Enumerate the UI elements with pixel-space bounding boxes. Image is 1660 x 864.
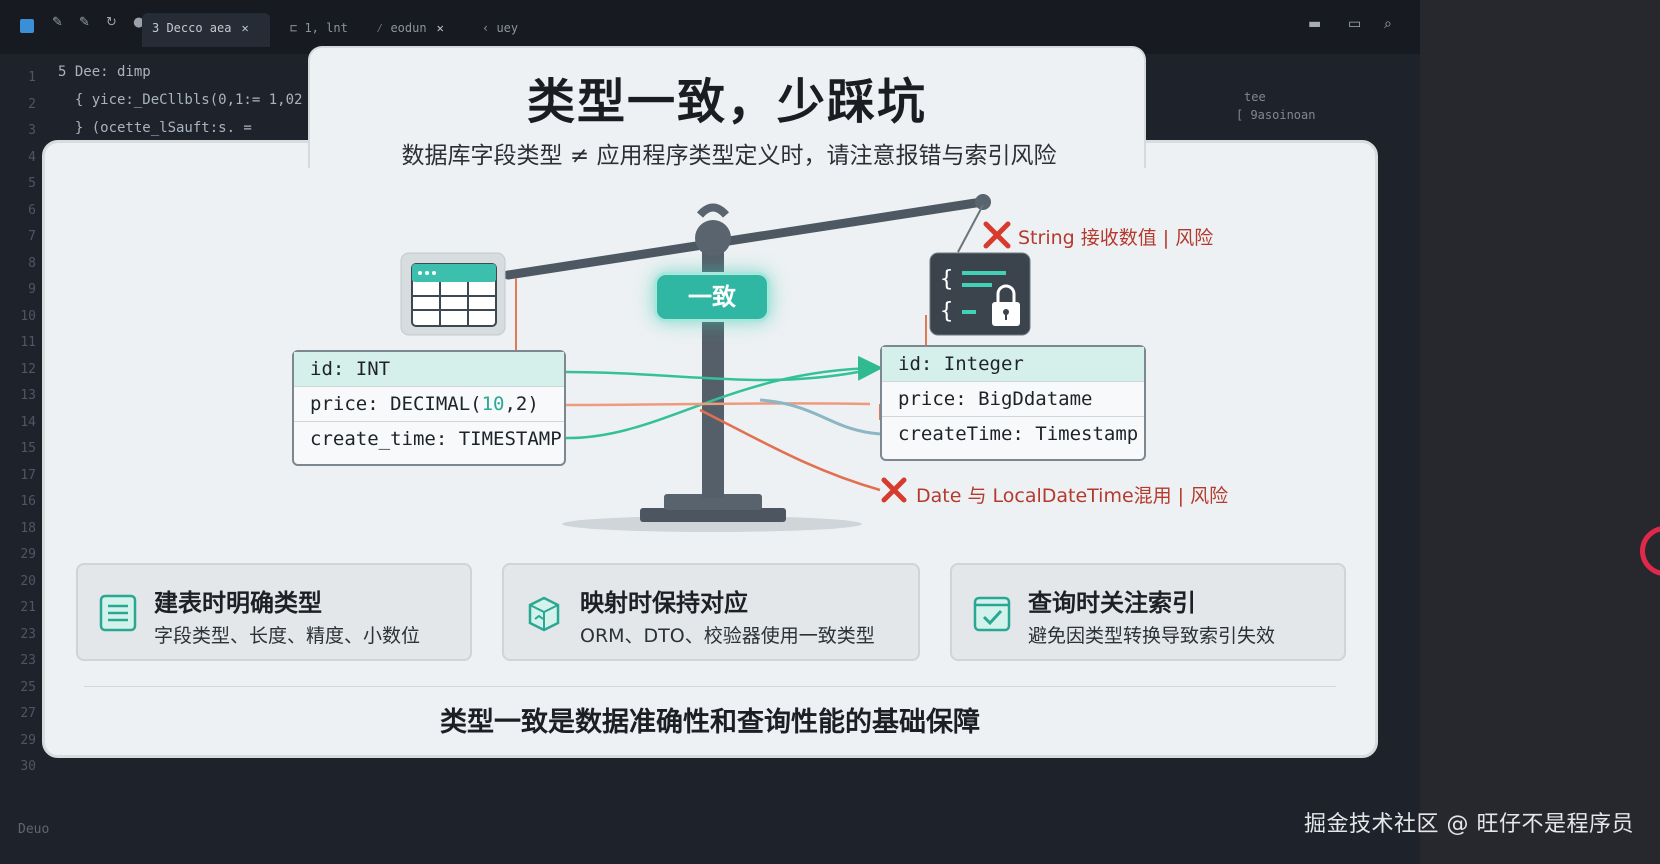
line-number: 3 <box>28 123 36 138</box>
code-line: tee <box>1244 90 1266 104</box>
line-number: 16 <box>20 494 36 509</box>
feature-desc: 避免因类型转换导致索引失效 <box>1028 625 1276 647</box>
feature-card-mapping: 映射时保持对应 ORM、DTO、校验器使用一致类型 <box>502 563 920 661</box>
line-number: 29 <box>20 732 36 748</box>
mapping-line <box>563 402 871 407</box>
feature-desc: 字段类型、长度、精度、小数位 <box>154 625 421 647</box>
line-number: 11 <box>20 335 36 350</box>
mapping-cube-icon <box>528 596 560 632</box>
code-lock-icon: { { <box>929 252 1031 336</box>
close-icon[interactable]: ✕ <box>241 21 249 35</box>
tab-label: 1, lnt <box>304 21 348 35</box>
feature-card-schema: 建表时明确类型 字段类型、长度、精度、小数位 <box>76 563 472 661</box>
db-field-create-time: create_time: TIMESTAMP <box>310 428 562 450</box>
scale-base <box>640 508 786 522</box>
svg-text:{: { <box>940 299 953 324</box>
line-number: 6 <box>28 202 36 218</box>
scale-beam <box>503 197 987 280</box>
divider <box>84 686 1336 687</box>
status-text: Deuo <box>18 822 50 837</box>
line-number: 4 <box>28 149 36 165</box>
checkbox-icon <box>973 596 1011 632</box>
line-number: 30 <box>20 759 36 774</box>
line-number: 10 <box>20 308 36 324</box>
feature-card-index: 查询时关注索引 避免因类型转换导致索引失效 <box>950 563 1346 661</box>
mapping-line <box>759 398 881 436</box>
mapping-line <box>699 408 881 492</box>
line-number: 12 <box>20 361 36 377</box>
scale-base-top <box>664 494 762 510</box>
risk-label-string: String 接收数值 | 风险 <box>1018 227 1214 249</box>
line-number: 5 <box>28 176 36 191</box>
table-schema-icon <box>99 594 137 632</box>
line-number: 23 <box>20 653 36 668</box>
tab-label: uey <box>496 21 519 35</box>
line-number: 20 <box>20 573 36 589</box>
line-number: 21 <box>20 600 36 615</box>
tab-label: eodun <box>390 21 427 35</box>
risk-x-icon <box>983 221 1011 249</box>
risk-x-icon <box>881 477 907 503</box>
tab-active[interactable]: 3 Decco aea ✕ <box>142 13 270 47</box>
scale-shadow <box>562 516 862 532</box>
conclusion-text: 类型一致是数据准确性和查询性能的基础保障 <box>440 707 980 738</box>
line-number: 9 <box>28 282 36 297</box>
scale-string <box>957 204 984 253</box>
line-number: 17 <box>20 467 36 483</box>
line-number: 23 <box>20 626 36 642</box>
app-fields-box: id: Integer price: BigDdatame createTime… <box>880 345 1146 461</box>
feature-desc: ORM、DTO、校验器使用一致类型 <box>580 625 875 647</box>
search-icon[interactable]: ⌕ <box>1384 16 1392 32</box>
editor-tab-bar: ✎ ✎ ↻ ● 3 Decco aea✕ ⊏ 1, lnt ⁄ eodun✕ ‹… <box>0 0 1420 54</box>
toolbar-icons[interactable]: ✎ ✎ ↻ ● <box>52 15 151 30</box>
line-number: 7 <box>28 229 36 244</box>
code-line: } (ocette_lSauft:s. = <box>58 120 252 136</box>
feature-title: 建表时明确类型 <box>154 589 322 617</box>
code-line: [ 9asoinoan <box>1236 108 1316 122</box>
card-title: 类型一致，少踩坑 <box>526 74 927 130</box>
db-field-price: price: DECIMAL(10,2) <box>294 387 564 422</box>
line-number: 14 <box>20 414 36 430</box>
code-line: { yice:_DeCllbls(0,1:= 1,02 <box>58 92 303 108</box>
window-icon[interactable]: ▬ <box>1308 16 1322 32</box>
tab-label: 3 Decco aea <box>152 21 232 35</box>
scale-pivot <box>695 220 731 256</box>
panel-icon[interactable]: ▭ <box>1348 16 1362 32</box>
code-line: 5 Dee: dimp <box>58 64 151 80</box>
app-field-create-time: createTime: Timestamp <box>898 423 1139 445</box>
feature-title: 查询时关注索引 <box>1028 589 1196 617</box>
app-icon[interactable] <box>20 19 34 33</box>
beam-end <box>975 194 991 210</box>
line-number: 15 <box>20 441 36 456</box>
database-table-icon <box>400 252 506 336</box>
tab-2[interactable]: ⊏ 1, lnt <box>290 21 348 35</box>
db-field-id: id: INT <box>294 352 564 387</box>
svg-text:{: { <box>940 267 953 292</box>
line-number: 2 <box>28 96 36 112</box>
watermark-credit: 掘金技术社区 @ 旺仔不是程序员 <box>1304 812 1634 837</box>
line-number: 29 <box>20 547 36 562</box>
tab-4[interactable]: ‹ uey <box>482 21 519 35</box>
line-number: 8 <box>28 255 36 271</box>
close-icon[interactable]: ✕ <box>436 21 444 35</box>
db-fields-box: id: INT price: DECIMAL(10,2) create_time… <box>292 350 566 466</box>
line-number: 13 <box>20 388 36 403</box>
app-field-price: price: BigDdatame <box>882 382 1144 417</box>
line-number: 18 <box>20 520 36 536</box>
mapping-line <box>563 370 859 382</box>
line-number: 25 <box>20 679 36 695</box>
card-subtitle: 数据库字段类型 ≠ 应用程序类型定义时，请注意报错与索引风险 <box>401 143 1057 169</box>
risk-label-date: Date 与 LocalDateTime混用 | 风险 <box>916 485 1229 507</box>
side-panel <box>1420 0 1660 864</box>
consistent-badge: 一致 <box>654 272 770 322</box>
app-field-id: id: Integer <box>882 347 1144 382</box>
line-number: 27 <box>20 706 36 721</box>
line-number: 1 <box>28 70 36 85</box>
tab-3[interactable]: ⁄ eodun✕ <box>376 21 444 35</box>
feature-title: 映射时保持对应 <box>580 589 748 617</box>
card-title-tab <box>308 46 1146 168</box>
